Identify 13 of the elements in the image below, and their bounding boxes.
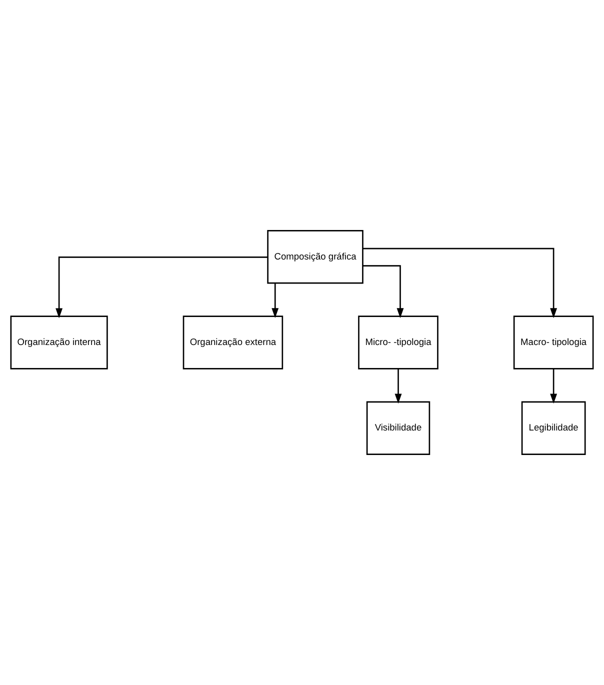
- arrow: [550, 368, 558, 404]
- arrow: [394, 368, 402, 404]
- node-box: Macro- tipologia: [513, 316, 594, 370]
- node-box: Visibilidade: [366, 401, 430, 456]
- node-box: Legibilidade: [521, 401, 586, 456]
- node-box: Composição gráfica: [267, 230, 364, 284]
- node-box: Organização interna: [10, 316, 108, 370]
- arrow: [56, 256, 268, 318]
- arrow: [272, 283, 279, 318]
- arrow: [362, 248, 558, 318]
- node-box: Micro- -tipologia: [358, 316, 438, 370]
- arrow: [362, 265, 404, 318]
- node-box: Organização externa: [182, 316, 284, 370]
